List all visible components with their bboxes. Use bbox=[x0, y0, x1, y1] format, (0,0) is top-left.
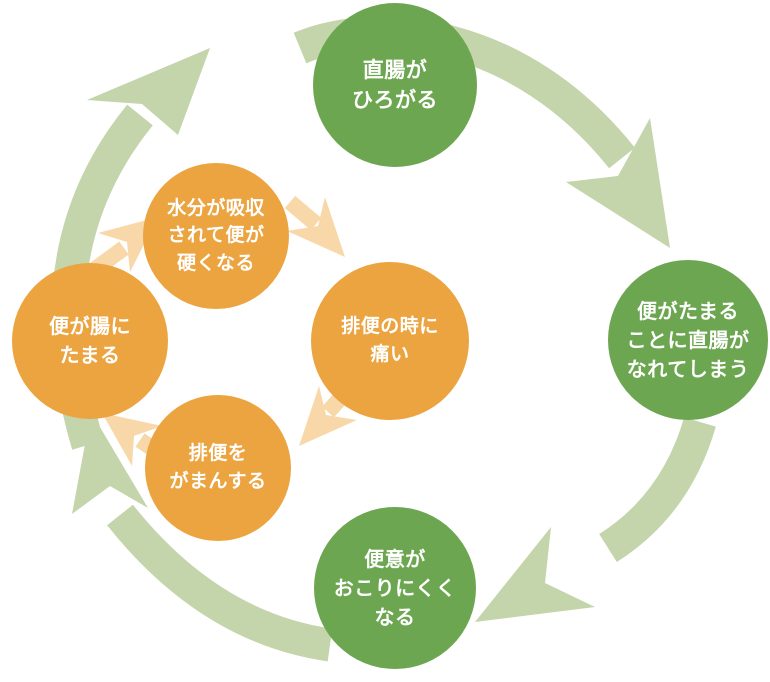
node-painful-defecation-label: 排便の時に 痛い bbox=[341, 315, 439, 365]
node-rectum-accustomed-label: 便がたまる ことに直腸が なれてしまう bbox=[626, 298, 750, 381]
node-rectum-expands-label: 直腸が ひろがる bbox=[352, 57, 438, 112]
node-withhold-defecation: 排便を がまんする bbox=[145, 395, 291, 541]
node-water-absorbed-label: 水分が吸収 されて便が 硬くなる bbox=[167, 196, 265, 274]
arrow-inner-water-to-pain bbox=[284, 195, 345, 257]
node-stool-accumulates-label: 便が腸に たまる bbox=[49, 314, 131, 367]
node-rectum-accustomed: 便がたまる ことに直腸が なれてしまう bbox=[608, 260, 768, 420]
node-water-absorbed: 水分が吸収 されて便が 硬くなる bbox=[143, 163, 289, 309]
node-urge-decreases-label: 便意が おこりにくく なる bbox=[333, 546, 457, 629]
node-urge-decreases: 便意が おこりにくく なる bbox=[314, 507, 476, 669]
node-rectum-expands: 直腸が ひろがる bbox=[313, 3, 477, 167]
node-stool-accumulates: 便が腸に たまる bbox=[12, 263, 168, 419]
node-painful-defecation: 排便の時に 痛い bbox=[311, 262, 469, 420]
arrow-outer-right-to-bottom bbox=[475, 417, 716, 622]
node-withhold-defecation-label: 排便を がまんする bbox=[169, 442, 267, 492]
